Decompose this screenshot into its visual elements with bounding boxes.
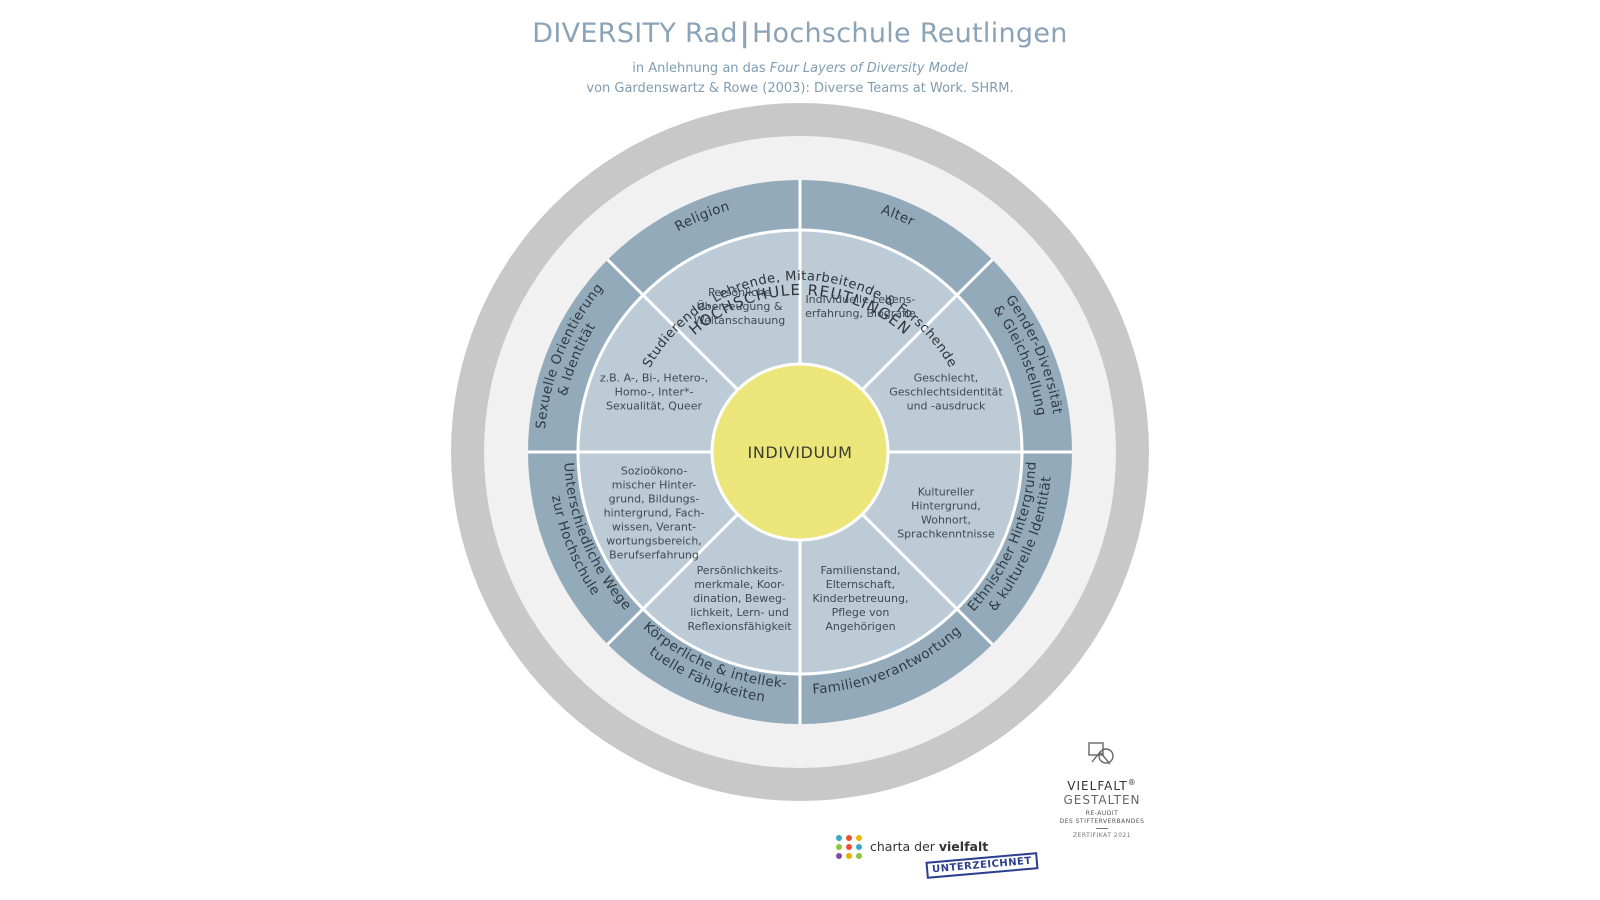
charta-wordmark: charta der vielfalt [870, 839, 988, 854]
charta-dot [856, 844, 862, 850]
segment-inner-line: Kultureller [918, 485, 975, 498]
segment-inner-line: Berufserfahrung [609, 548, 699, 561]
vielfalt-line-3: RE-AUDIT [1085, 810, 1119, 817]
segment-inner-line: merkmale, Koor- [694, 578, 785, 591]
vielfalt-line-1: VIELFALT® [1052, 778, 1152, 793]
segment-inner-text: Individuelle Lebens-erfahrung, Biografie [805, 293, 916, 320]
charta-dots-icon [836, 835, 866, 865]
charta-dot [846, 853, 852, 859]
segment-inner-line: mischer Hinter- [612, 478, 697, 491]
segment-inner-line: Individuelle Lebens- [805, 293, 915, 306]
vielfalt-gestalten-seal: VIELFALT® GESTALTEN RE-AUDIT DES STIFTER… [1052, 740, 1152, 850]
vielfalt-line-2: GESTALTEN [1063, 793, 1141, 807]
segment-inner-line: Geschlechtsidentität [889, 386, 1003, 399]
segment-inner-line: Elternschaft, [826, 578, 895, 591]
subtitle-prefix: in Anlehnung an das [632, 61, 770, 76]
segment-inner-line: Reflexionsfähigkeit [687, 620, 792, 633]
charta-dot [846, 835, 852, 841]
segment-inner-line: lichkeit, Lern- und [690, 606, 789, 619]
charta-dot [836, 844, 842, 850]
registered-mark: ® [1127, 778, 1137, 787]
charta-der-vielfalt-logo: charta der vielfalt UNTERZEICHNET [836, 835, 1039, 883]
segment-inner-line: Weltanschauung [694, 314, 785, 327]
page-title: DIVERSITY Rad|Hochschule Reutlingen [0, 18, 1600, 49]
charta-bold: vielfalt [938, 839, 989, 854]
segment-inner-line: Sprachkenntnisse [897, 527, 995, 540]
segment-divider [606, 513, 739, 646]
segment-inner-line: Hintergrund, [911, 499, 981, 512]
charta-prefix: charta der [870, 839, 939, 854]
segment-inner-line: erfahrung, Biografie [805, 307, 916, 320]
segment-inner-line: z.B. A-, Bi-, Hetero-, [600, 372, 708, 385]
segment-inner-line: grund, Bildungs- [609, 492, 700, 505]
segment-inner-line: Persönliche [708, 286, 771, 299]
charta-dot [836, 853, 842, 859]
segment-divider [861, 258, 994, 391]
segment-inner-text: Familienstand,Elternschaft,Kinderbetreuu… [812, 564, 908, 633]
ring-separator [576, 228, 1024, 676]
segment-inner-line: Persönlichkeits- [697, 564, 783, 577]
segment-inner-line: Angehörigen [825, 620, 895, 633]
title-separator: | [739, 18, 750, 49]
subtitle-line-2: von Gardenswartz & Rowe (2003): Diverse … [586, 81, 1014, 96]
segment-inner-line: Überzeugung & [697, 300, 783, 313]
segment-inner-line: wortungsbereich, [606, 534, 702, 547]
segment-divider [861, 513, 994, 646]
segment-divider [606, 258, 739, 391]
segment-inner-line: Geschlecht, [914, 372, 979, 385]
charta-dot [836, 835, 842, 841]
title-part-1: DIVERSITY Rad [532, 18, 738, 49]
center-label: INDIVIDUUM [748, 443, 853, 462]
segment-inner-text: Persönlichkeits-merkmale, Koor-dination,… [687, 564, 792, 633]
center-circle [710, 362, 890, 542]
charta-dot [856, 853, 862, 859]
subtitle-line-1: in Anlehnung an das Four Layers of Diver… [0, 61, 1600, 76]
vielfalt-word: VIELFALT [1067, 779, 1128, 793]
title-part-2: Hochschule Reutlingen [751, 18, 1068, 49]
segment-inner-text: Sozioökono-mischer Hinter-grund, Bildung… [604, 464, 705, 561]
subtitle-model-name: Four Layers of Diversity Model [769, 61, 968, 76]
segment-inner-line: Kinderbetreuung, [812, 592, 908, 605]
segment-inner-line: Homo-, Inter*- [615, 386, 694, 399]
segment-inner-line: dination, Beweg- [693, 592, 786, 605]
segment-inner-line: und -ausdruck [907, 400, 986, 413]
segment-inner-text: z.B. A-, Bi-, Hetero-,Homo-, Inter*-Sexu… [600, 372, 708, 413]
vielfalt-divider [1096, 828, 1108, 829]
segment-inner-line: Sexualität, Queer [606, 400, 702, 413]
segment-inner-line: hintergrund, Fach- [604, 506, 705, 519]
segment-inner-line: Pflege von [832, 606, 890, 619]
vielfalt-line-4: DES STIFTERVERBANDES [1059, 818, 1145, 825]
segment-inner-line: Sozioökono- [621, 464, 688, 477]
charta-dot [856, 835, 862, 841]
charta-dot [846, 844, 852, 850]
segment-dividers [528, 180, 1072, 724]
segment-inner-line: wissen, Verant- [612, 520, 696, 533]
segment-inner-line: Wohnort, [921, 513, 971, 526]
vielfalt-line-5: ZERTIFIKAT 2021 [1072, 832, 1132, 839]
segment-inner-line: Familienstand, [821, 564, 901, 577]
vielfalt-logo-icon [1088, 742, 1114, 765]
